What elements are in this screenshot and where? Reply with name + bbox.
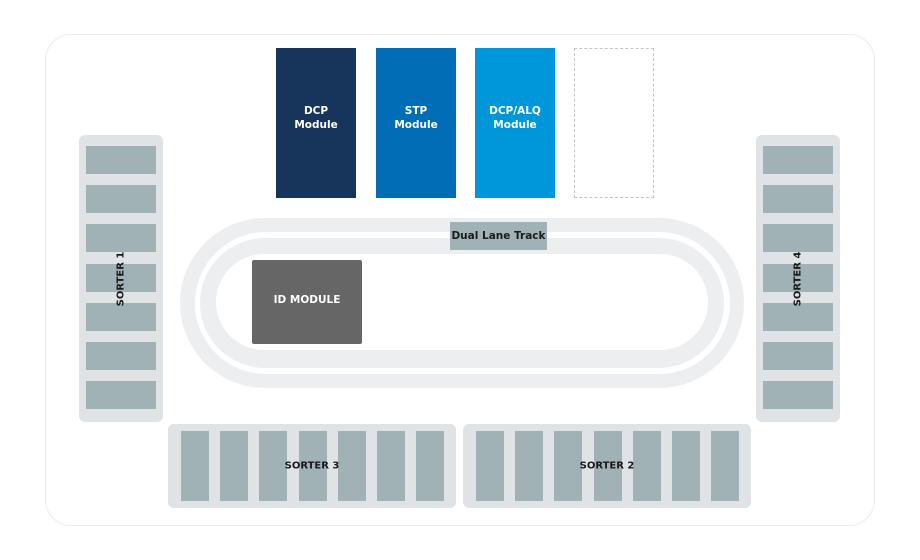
id-module[interactable]: ID MODULE (252, 260, 362, 344)
sorter-slot[interactable] (593, 431, 622, 501)
empty-module-slot[interactable] (574, 48, 654, 198)
sorter-1-label: SORTER 1 (115, 251, 127, 306)
sorter-slot[interactable] (476, 431, 504, 501)
sorter-slot[interactable] (298, 431, 327, 501)
sorter-slot[interactable] (416, 431, 445, 501)
sorter-slot[interactable] (554, 431, 583, 501)
sorter-2-label: SORTER 2 (579, 460, 635, 472)
sorter-slot[interactable] (763, 224, 833, 253)
sorter-slot[interactable] (86, 224, 156, 253)
dcp-alq-module-label: DCP/ALQ Module (489, 105, 541, 131)
sorter-slot[interactable] (763, 263, 833, 292)
sorter-3-label: SORTER 3 (284, 460, 340, 472)
sorter-1[interactable]: SORTER 1 (79, 135, 163, 422)
dcp-module-label: DCP Module (294, 105, 338, 131)
sorter-2[interactable]: SORTER 2 (463, 424, 751, 508)
dcp-alq-module[interactable]: DCP/ALQ Module (475, 48, 555, 198)
sorter-slot[interactable] (711, 431, 740, 501)
sorter-slot[interactable] (672, 431, 700, 501)
sorter-slot[interactable] (763, 381, 833, 410)
sorter-slot[interactable] (763, 146, 833, 174)
sorter-slot[interactable] (86, 263, 156, 292)
sorter-slot[interactable] (86, 342, 156, 370)
sorter-4-label: SORTER 4 (792, 251, 804, 306)
sorter-slot[interactable] (763, 185, 833, 214)
sorter-slot[interactable] (632, 431, 661, 501)
sorter-4[interactable]: SORTER 4 (756, 135, 840, 422)
sorter-slot[interactable] (86, 381, 156, 410)
stp-module[interactable]: STP Module (376, 48, 456, 198)
sorter-slot[interactable] (763, 302, 833, 331)
sorter-slot[interactable] (86, 302, 156, 331)
id-module-label: ID MODULE (273, 294, 341, 306)
sorter-slot[interactable] (515, 431, 544, 501)
sorter-3[interactable]: SORTER 3 (168, 424, 456, 508)
sorter-slot[interactable] (86, 146, 156, 174)
sorter-slot[interactable] (86, 185, 156, 214)
dual-lane-track-label: Dual Lane Track (450, 222, 547, 250)
stp-module-label: STP Module (394, 105, 438, 131)
sorter-slot[interactable] (377, 431, 405, 501)
dcp-module[interactable]: DCP Module (276, 48, 356, 198)
sorter-slot[interactable] (763, 342, 833, 370)
sorter-slot[interactable] (220, 431, 249, 501)
sorter-slot[interactable] (181, 431, 209, 501)
sorter-slot[interactable] (337, 431, 366, 501)
sorter-slot[interactable] (259, 431, 288, 501)
